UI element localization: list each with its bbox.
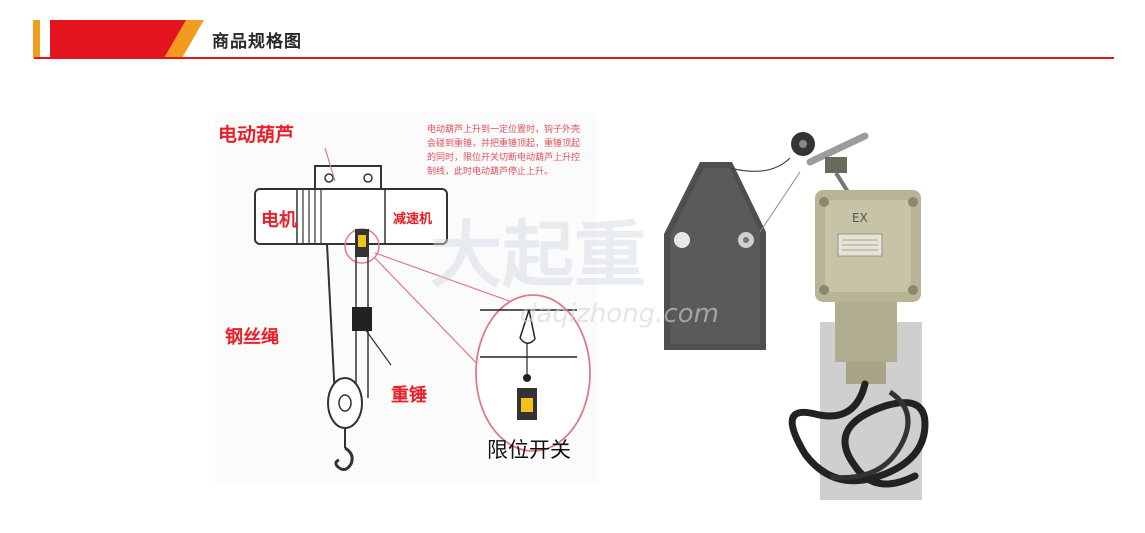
- watermark-svg: 大起重 daqizhong.com: [430, 213, 719, 329]
- orange-slash-shape: [164, 20, 204, 58]
- label-motor: 电机: [261, 209, 297, 231]
- weight-block-icon: [352, 307, 372, 331]
- limit-switch-detail: [475, 294, 591, 452]
- header-divider: [34, 57, 1114, 59]
- limit-switch-photo-svg: EX: [664, 132, 929, 500]
- section-header: 商品规格图: [0, 0, 1145, 62]
- wire-rope-line: [326, 243, 336, 399]
- header-banner-graphic: [33, 20, 204, 58]
- label-weight: 重锤: [391, 384, 427, 406]
- label-hoist: 电动葫芦: [218, 123, 294, 146]
- ex-mark: EX: [852, 211, 868, 225]
- note-line-3: 的同时，限位开关切断电动葫芦上升控: [427, 151, 580, 163]
- pulley-icon: [327, 377, 363, 429]
- orange-bar-icon: [33, 20, 40, 58]
- watermark: 大起重 daqizhong.com: [400, 200, 800, 340]
- note-line-1: 电动葫芦上升到一定位置时，钩子外壳: [427, 123, 580, 135]
- label-reducer: 减速机: [393, 211, 432, 227]
- hoist-diagram-svg: 电动葫芦 电机 减速机 钢丝绳 重锤 限位开关 电动葫芦上升到一定位置时，钩子外…: [215, 113, 597, 483]
- note-line-4: 制线，此时电动葫芦停止上升。: [427, 165, 553, 177]
- label-wire-rope: 钢丝绳: [225, 326, 279, 348]
- watermark-logo: 大起重: [430, 213, 646, 297]
- label-limit-switch: 限位开关: [487, 438, 571, 462]
- watermark-url: daqizhong.com: [520, 299, 719, 329]
- red-banner-shape: [50, 20, 190, 58]
- cable-icon: [788, 380, 929, 488]
- limit-switch-photo: EX: [660, 122, 950, 502]
- section-title: 商品规格图: [212, 32, 302, 52]
- note-line-2: 会碰到重锤，并把重锤顶起，重锤顶起: [427, 137, 580, 149]
- hoist-diagram: 电动葫芦 电机 减速机 钢丝绳 重锤 限位开关 电动葫芦上升到一定位置时，钩子外…: [215, 113, 597, 483]
- hook-icon: [334, 446, 354, 471]
